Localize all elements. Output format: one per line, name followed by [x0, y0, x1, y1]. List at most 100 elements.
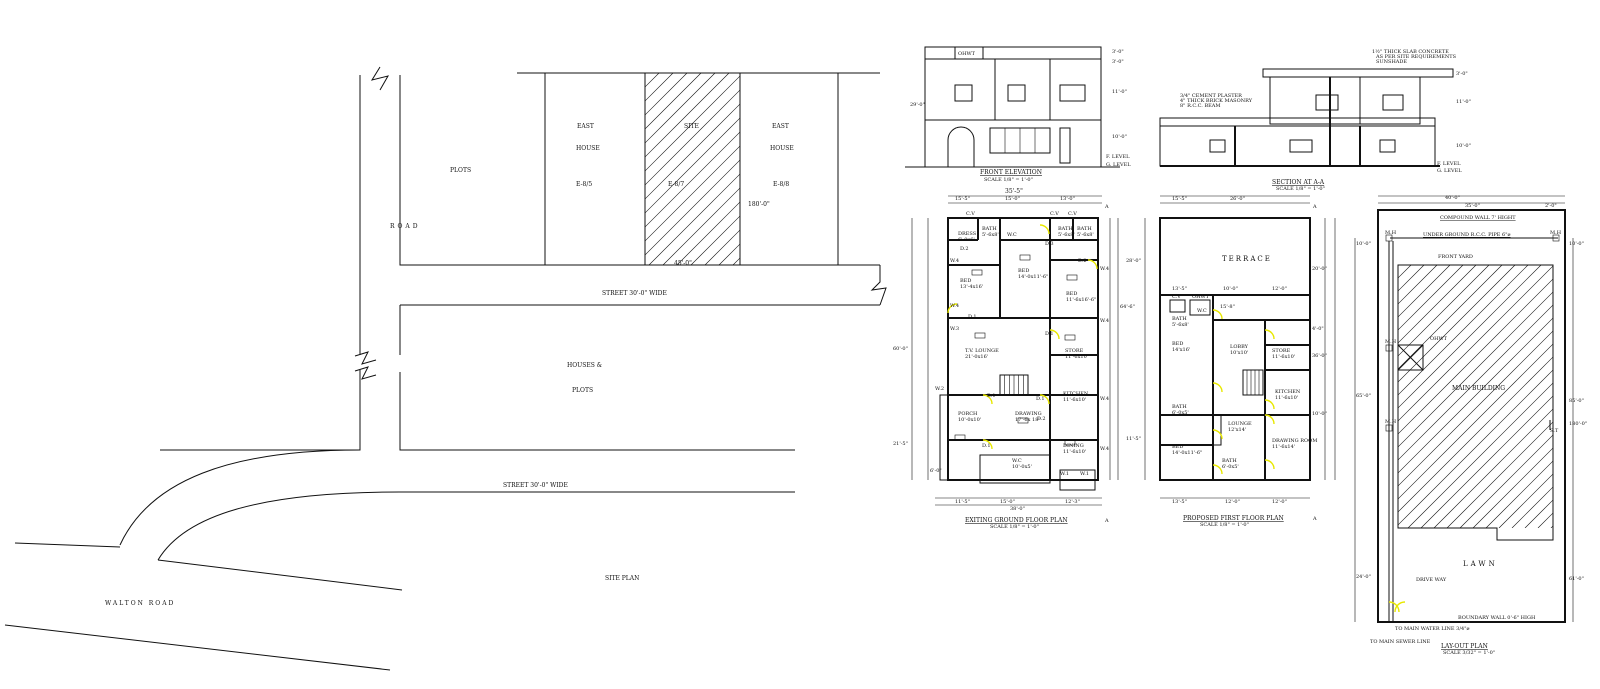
gf-tag: W.4	[1100, 396, 1109, 402]
gf-tag: C.V	[1050, 211, 1059, 217]
gf-room-size: 6'-0x6'	[958, 237, 975, 243]
hatch-line	[645, 73, 646, 74]
roof-slab	[1262, 68, 1454, 78]
hatch-line	[645, 73, 730, 158]
gf-tag: W.4	[1100, 446, 1109, 452]
stair-treads	[1004, 375, 1024, 395]
layout-dim: 10'-0"	[1569, 241, 1584, 247]
gf-tag: D.1	[1045, 331, 1054, 337]
layout-dim: 180'-0"	[1569, 421, 1587, 427]
hatch-line	[645, 75, 740, 172]
gf-room-size: 13'-4x16'	[960, 284, 983, 290]
street-top-label: STREET 30'-0" WIDE	[602, 290, 667, 297]
window	[1382, 94, 1404, 111]
bed-mark	[1066, 274, 1078, 281]
hatch-line	[1420, 395, 1553, 528]
gf-dim: 64'-6"	[1120, 304, 1135, 310]
stair-treads	[1246, 370, 1260, 395]
gf-dim: 13'-0"	[1060, 196, 1075, 202]
walton-road-label: WALTON ROAD	[105, 600, 175, 607]
gf-room-name: BATH	[1058, 226, 1073, 232]
gf-room-size: 5'-6x8'	[1058, 232, 1075, 238]
manhole	[1552, 234, 1560, 242]
site-plot-no: E-8/7	[668, 181, 684, 188]
window	[954, 84, 973, 102]
gf-room-size: 11'-6x10'	[1065, 354, 1088, 360]
window	[1379, 139, 1396, 153]
pipe-note: UNDER GROUND R.C.C. PIPE 6"ø	[1423, 232, 1511, 238]
ff-dim: 26'-0"	[1230, 196, 1245, 202]
door-swing	[1264, 399, 1275, 410]
bed-mark	[1019, 254, 1031, 261]
hatch-line	[1537, 512, 1553, 528]
ff-dim: 36'-0"	[1312, 353, 1327, 359]
f-level-label: F. LEVEL	[1106, 154, 1130, 160]
hatch-line	[1398, 369, 1553, 526]
ff-dim: 10'-0"	[1223, 286, 1238, 292]
window	[1007, 84, 1026, 102]
section-note-left: 4" THICK BRICK MASONRY	[1180, 98, 1253, 104]
hatch-line	[662, 187, 740, 265]
ff-dim: 13'-5"	[1172, 286, 1187, 292]
gf-room-name: DINING	[1063, 443, 1084, 449]
gf-tag: W.2	[935, 386, 944, 392]
hatch-line	[1398, 265, 1451, 318]
road-label: ROAD	[390, 223, 421, 230]
section-dim: 11'-0"	[1456, 99, 1471, 105]
walton-road-edge	[4, 624, 391, 671]
ohwt-box	[1397, 344, 1424, 371]
gf-dim: 12'-3"	[1065, 499, 1080, 505]
ohwt-label: OHWT	[1430, 336, 1448, 342]
g-level-label: G. LEVEL	[1437, 168, 1462, 174]
main-building-outline	[1397, 264, 1554, 541]
ff-room-size: 6'-0x5'	[1172, 410, 1189, 416]
hatch-line	[1398, 265, 1477, 344]
door-swing	[1212, 429, 1223, 440]
terrace-label: TERRACE	[1222, 255, 1272, 263]
east-house-l2: HOUSE	[770, 145, 794, 152]
section-note-left: 8" R.C.C. BEAM	[1180, 103, 1221, 109]
gf-dim: 6'-0"	[930, 468, 942, 474]
gf-title: EXITING GROUND FLOOR PLAN	[965, 517, 1068, 524]
front-yard-label: FRONT YARD	[1438, 254, 1473, 260]
door-swing	[1264, 459, 1275, 470]
elev-dim: 11'-0"	[1112, 89, 1127, 95]
layout-dim: 61'-0"	[1569, 576, 1584, 582]
ff-room-size: 14'-0x11'-6"	[1172, 450, 1202, 456]
site-depth-dim: 180'-0"	[748, 201, 770, 208]
ff-room-name: BATH	[1222, 458, 1237, 464]
step-box	[1059, 469, 1096, 491]
door-swings	[1212, 309, 1275, 475]
ff-room-size: 14'x16'	[1172, 347, 1190, 353]
west-house-l1: EAST	[577, 123, 594, 130]
gf-room-name: STORE	[1065, 348, 1084, 354]
hatch-line	[1398, 265, 1464, 331]
mh-label: M.H	[1385, 419, 1397, 425]
gf-tag: W.4	[950, 258, 959, 264]
west-house-l2: HOUSE	[576, 145, 600, 152]
hatch-line	[1398, 265, 1503, 370]
ff-dim: 10'-0"	[1312, 411, 1327, 417]
houses-label: HOUSES &	[567, 362, 603, 369]
window	[1209, 139, 1226, 153]
gf-room-size: 5'-6x8'	[982, 232, 999, 238]
east-house-l3: E-8/8	[773, 181, 789, 188]
ff-dim: 13'-5"	[1172, 499, 1187, 505]
gf-tag: W.4	[1100, 318, 1109, 324]
hatch-line	[645, 73, 702, 130]
hatch-line	[645, 117, 740, 214]
front-elevation-title: FRONT ELEVATION	[980, 169, 1042, 176]
wc-box	[979, 454, 1051, 484]
window	[1059, 84, 1086, 102]
road-curve-outer	[119, 449, 361, 546]
ff-room-name: BED	[1172, 341, 1183, 347]
gf-room-name: DRAWING	[1015, 411, 1042, 417]
door-swing	[982, 394, 993, 405]
ff-room-size: 11'-6x10'	[1272, 354, 1295, 360]
gf-tag: W.1	[1080, 471, 1089, 477]
layout-dim: 2'-0"	[1545, 203, 1557, 209]
lawn-label: LAWN	[1463, 560, 1498, 568]
